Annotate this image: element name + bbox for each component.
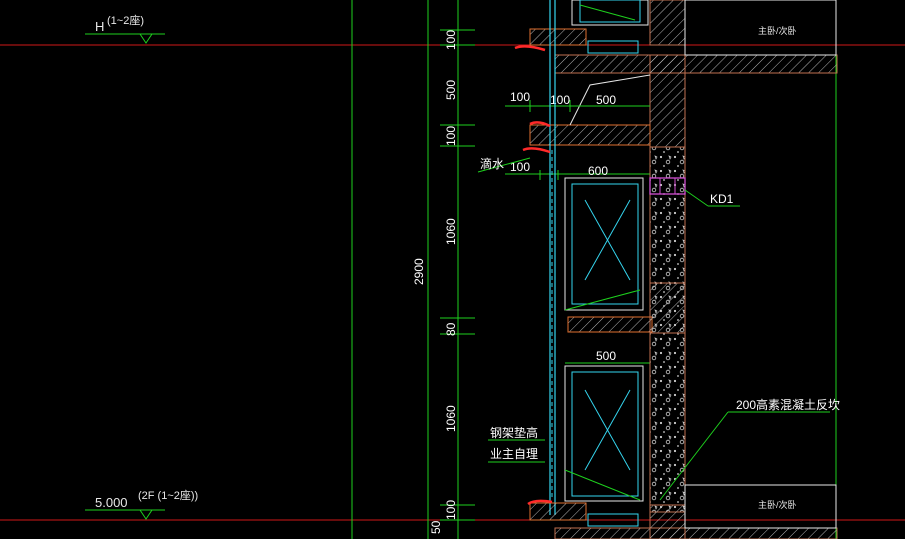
- drip-leader: [477, 157, 531, 173]
- dim-total: 2900: [412, 258, 426, 285]
- frame-top: [587, 40, 639, 54]
- slab-bottom-main: [554, 527, 838, 539]
- slab-canopy: [529, 124, 651, 146]
- steel-label-1: 钢架垫高: [490, 425, 538, 440]
- slab-sill-bottom: [529, 502, 587, 521]
- drip-label: 滴水: [480, 156, 504, 171]
- upper-window-block: [571, 0, 686, 46]
- slab-top-main: [554, 54, 838, 74]
- room-bottom-box: [684, 484, 837, 529]
- steel-label-2: 业主自理: [490, 447, 538, 461]
- dim-seg-2: 500: [444, 80, 458, 100]
- concrete-wall-mid: [649, 282, 686, 334]
- middle-window-upper: [564, 177, 644, 311]
- dim-h-100b: 100: [550, 93, 570, 107]
- slab-bottom-beam: [649, 504, 686, 539]
- curtain-glazing: [549, 0, 556, 515]
- drip-marks: [514, 45, 553, 506]
- concrete-label: 200高素混凝土反坎: [736, 397, 840, 412]
- level-bottom-sub: (2F (1~2座)): [138, 488, 198, 502]
- level-top-sub: (1~2座): [107, 13, 144, 27]
- dim-h-500a: 500: [596, 93, 616, 107]
- canopy-slope: [569, 74, 651, 126]
- room-top-box: [684, 0, 837, 56]
- level-marker-top: H (1~2座): [85, 13, 165, 44]
- dim-seg-1: 100: [444, 30, 458, 50]
- dim-h-500b: 500: [596, 349, 616, 363]
- dim-seg-5: 80: [444, 322, 458, 336]
- level-bottom-label: 5.000: [95, 495, 128, 510]
- dim-h-600: 600: [588, 164, 608, 178]
- slab-middle: [567, 316, 653, 333]
- level-top-label: H: [95, 19, 104, 34]
- dim-seg-4: 1060: [444, 218, 458, 245]
- slab-top-beam: [649, 54, 686, 148]
- kd1-marker: [649, 177, 740, 207]
- middle-window-lower: [564, 365, 644, 502]
- kd1-label: KD1: [710, 192, 734, 206]
- dim-h-100a: 100: [510, 90, 530, 104]
- room-bottom-label: 主卧/次卧: [758, 499, 797, 510]
- dim-seg-8: 50: [429, 520, 443, 534]
- level-marker-bottom: 5.000 (2F (1~2座)): [85, 488, 198, 520]
- steel-leader: [488, 439, 545, 463]
- dim-seg-6: 1060: [444, 405, 458, 432]
- dim-seg-7: 100: [444, 500, 458, 520]
- room-top-label: 主卧/次卧: [758, 25, 797, 36]
- dim-seg-3: 100: [444, 126, 458, 146]
- concrete-leader: [659, 411, 830, 501]
- dimension-chain-vertical: [440, 0, 475, 539]
- slab-sill-top: [529, 28, 587, 46]
- frame-bottom: [587, 513, 639, 527]
- dim-h-100c: 100: [510, 160, 530, 174]
